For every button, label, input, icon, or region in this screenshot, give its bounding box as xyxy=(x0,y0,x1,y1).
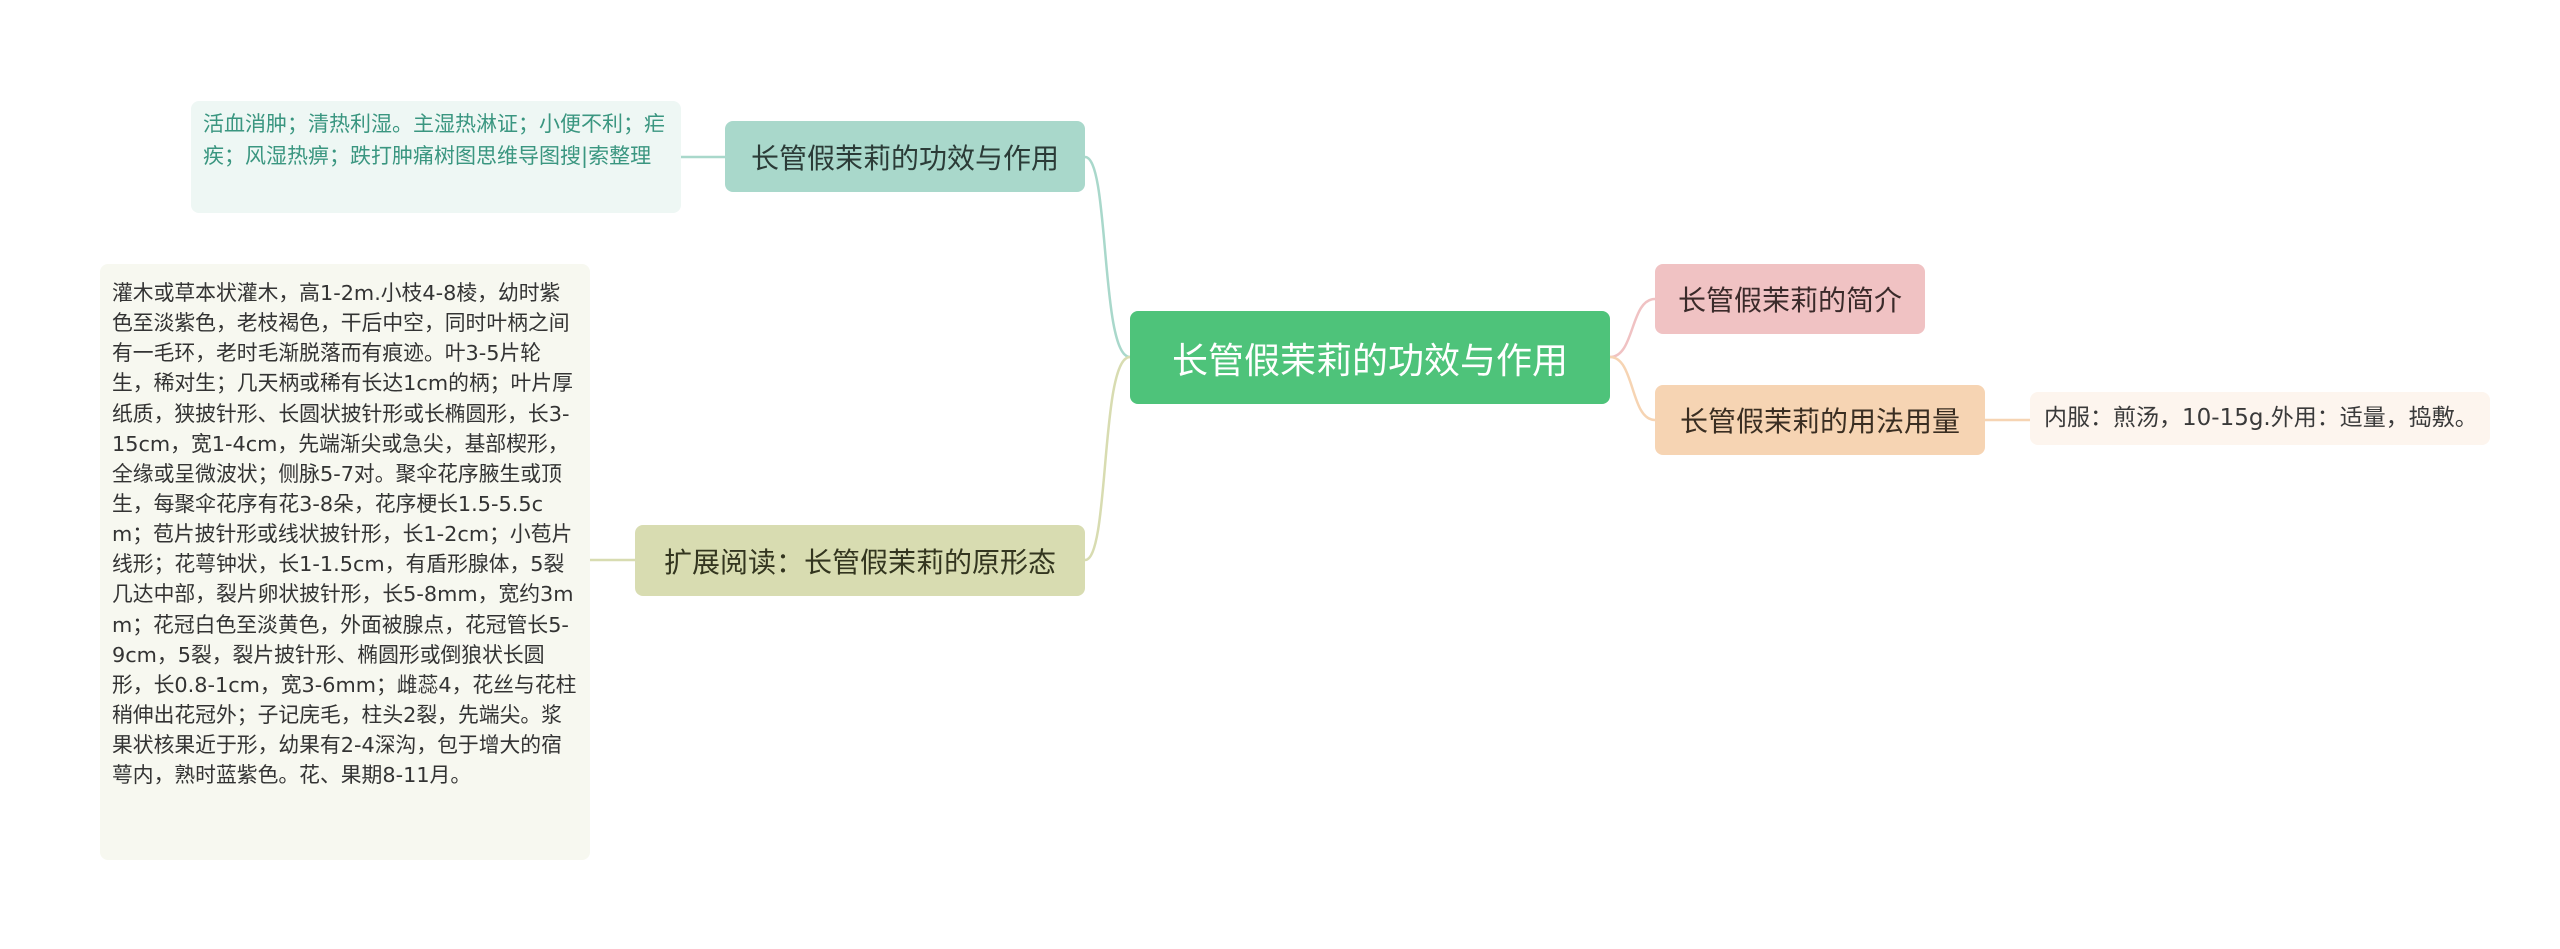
connector-root-intro xyxy=(1609,297,1656,359)
branch-effect-node[interactable]: 长管假茉莉的功效与作用 xyxy=(725,121,1085,192)
morphology-detail-text: 灌木或草本状灌木，高1-2m.小枝4-8棱，幼时紫色至淡紫色，老枝褐色，干后中空… xyxy=(112,281,577,788)
effect-detail-text: 活血消肿；清热利湿。主湿热淋证；小便不利；疟疾；风湿热痹；跌打肿痛树图思维导图搜… xyxy=(203,112,665,168)
usage-detail-text: 内服：煎汤，10-15g.外用：适量，捣敷。 xyxy=(2044,405,2478,432)
branch-usage-node[interactable]: 长管假茉莉的用法用量 xyxy=(1655,385,1985,455)
morphology-detail-note: 灌木或草本状灌木，高1-2m.小枝4-8棱，幼时紫色至淡紫色，老枝褐色，干后中空… xyxy=(100,264,590,860)
effect-detail-note: 活血消肿；清热利湿。主湿热淋证；小便不利；疟疾；风湿热痹；跌打肿痛树图思维导图搜… xyxy=(191,101,681,213)
branch-intro-node[interactable]: 长管假茉莉的简介 xyxy=(1655,264,1925,334)
root-node[interactable]: 长管假茉莉的功效与作用 xyxy=(1130,311,1610,404)
connector-root-morphology xyxy=(1084,355,1131,562)
connector-root-usage xyxy=(1609,355,1656,422)
branch-morphology-node[interactable]: 扩展阅读：长管假茉莉的原形态 xyxy=(635,525,1085,596)
usage-detail-note: 内服：煎汤，10-15g.外用：适量，捣敷。 xyxy=(2030,392,2490,445)
connector-root-effect xyxy=(1084,155,1131,359)
